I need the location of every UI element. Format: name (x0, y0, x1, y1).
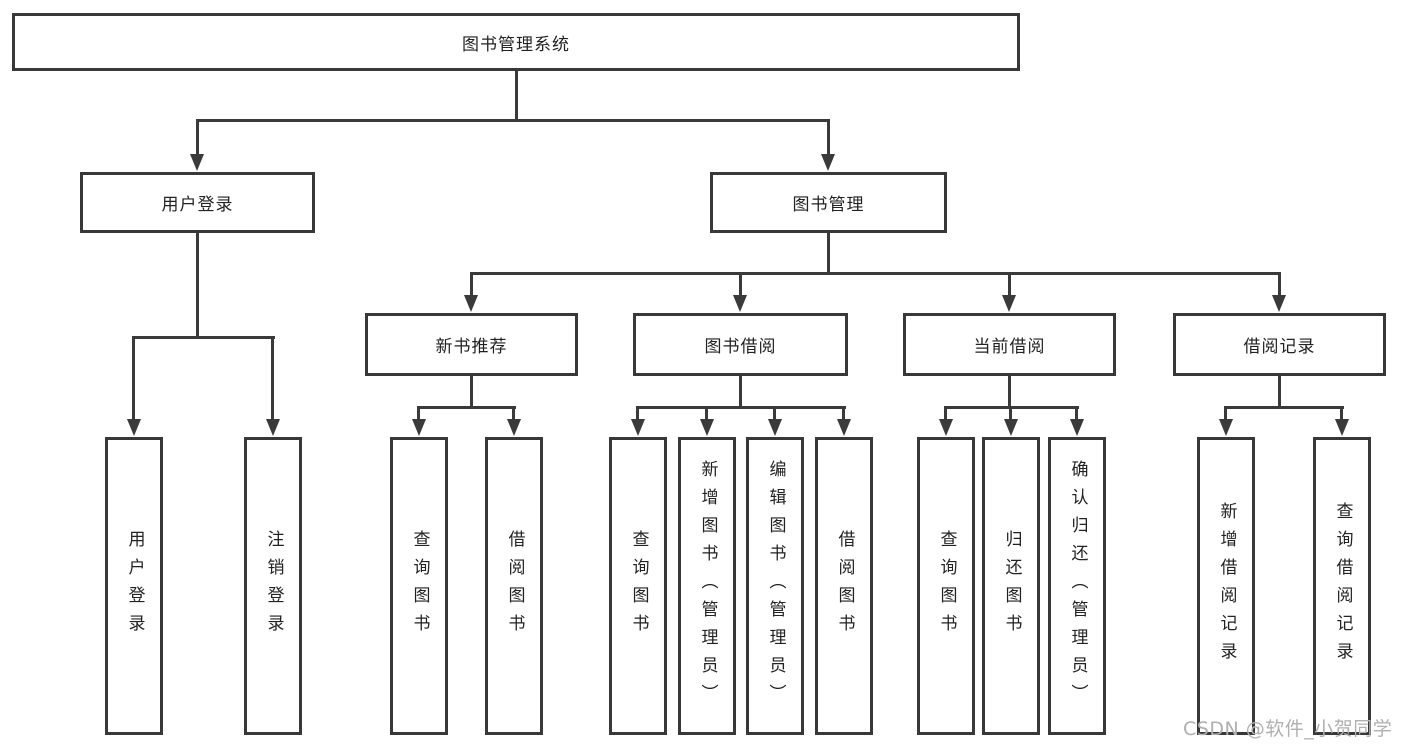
arrowhead-down-icon (1335, 419, 1349, 436)
leaf-query-books-recommend: 查询图书 (390, 437, 448, 735)
connector-line (773, 409, 776, 420)
connector-line (196, 119, 199, 157)
connector-line (470, 272, 1281, 275)
connector-line (512, 409, 515, 420)
node-borrow-records: 借阅记录 (1173, 313, 1386, 376)
connector-line (417, 406, 516, 409)
node-label: 借阅图书 (504, 530, 525, 642)
connector-line (1075, 409, 1078, 420)
connector-line (132, 339, 135, 420)
leaf-query-books-current: 查询图书 (917, 437, 975, 735)
leaf-borrow-books-recommend: 借阅图书 (485, 437, 543, 735)
connector-line (1008, 376, 1011, 407)
arrowhead-down-icon (266, 419, 280, 436)
node-label: 用户登录 (124, 530, 145, 642)
connector-line (827, 233, 830, 274)
node-label: 编辑图书（管理员） (765, 460, 786, 712)
arrowhead-down-icon (939, 419, 953, 436)
connector-line (739, 275, 742, 297)
connector-line (1224, 409, 1227, 420)
node-user-login: 用户登录 (80, 172, 315, 233)
arrowhead-down-icon (768, 419, 782, 436)
node-label: 归还图书 (1001, 530, 1022, 642)
connector-line (196, 233, 199, 338)
leaf-user-login: 用户登录 (105, 437, 163, 735)
node-label: 确认归还（管理员） (1067, 460, 1088, 712)
leaf-logout: 注销登录 (244, 437, 302, 735)
node-label: 查询借阅记录 (1332, 502, 1353, 670)
connector-line (739, 376, 742, 407)
connector-line (944, 406, 1079, 409)
connector-line (417, 409, 420, 420)
node-label: 查询图书 (409, 530, 430, 642)
arrowhead-down-icon (631, 419, 645, 436)
connector-line (1008, 275, 1011, 297)
arrowhead-down-icon (1070, 419, 1084, 436)
node-label: 查询图书 (936, 530, 957, 642)
connector-line (705, 409, 708, 420)
node-label: 用户登录 (161, 195, 234, 215)
leaf-return-book: 归还图书 (982, 437, 1040, 735)
node-label: 查询图书 (628, 530, 649, 642)
arrowhead-down-icon (190, 154, 204, 171)
arrowhead-down-icon (412, 419, 426, 436)
arrowhead-down-icon (1219, 419, 1233, 436)
connector-line (827, 119, 830, 157)
connector-line (470, 275, 473, 297)
connector-line (271, 339, 274, 420)
arrowhead-down-icon (700, 419, 714, 436)
node-label: 当前借阅 (973, 337, 1046, 357)
connector-line (196, 119, 830, 122)
arrowhead-down-icon (837, 419, 851, 436)
connector-line (1340, 409, 1343, 420)
node-label: 注销登录 (263, 530, 284, 642)
leaf-edit-book-admin: 编辑图书（管理员） (746, 437, 804, 735)
leaf-add-borrow-record: 新增借阅记录 (1197, 437, 1255, 735)
connector-line (1278, 376, 1281, 407)
connector-line (842, 409, 845, 420)
connector-line (515, 70, 518, 120)
node-label: 借阅记录 (1243, 337, 1316, 357)
connector-line (944, 409, 947, 420)
leaf-confirm-return-admin: 确认归还（管理员） (1048, 437, 1106, 735)
leaf-borrow-books: 借阅图书 (815, 437, 873, 735)
arrowhead-down-icon (733, 295, 747, 312)
node-current-borrow: 当前借阅 (903, 313, 1116, 376)
arrowhead-down-icon (127, 419, 141, 436)
arrowhead-down-icon (1272, 295, 1286, 312)
arrowhead-down-icon (1004, 419, 1018, 436)
node-label: 新书推荐 (435, 337, 508, 357)
arrowhead-down-icon (464, 295, 478, 312)
arrowhead-down-icon (821, 154, 835, 171)
connector-line (636, 409, 639, 420)
arrowhead-down-icon (507, 419, 521, 436)
node-book-borrow: 图书借阅 (633, 313, 848, 376)
node-label: 图书借阅 (704, 337, 777, 357)
node-new-book-recommend: 新书推荐 (365, 313, 578, 376)
connector-line (132, 336, 275, 339)
node-label: 图书管理 (792, 195, 865, 215)
connector-line (1224, 406, 1344, 409)
connector-line (1009, 409, 1012, 420)
leaf-add-book-admin: 新增图书（管理员） (678, 437, 736, 735)
node-system-root: 图书管理系统 (12, 13, 1020, 71)
node-label: 借阅图书 (834, 530, 855, 642)
csdn-watermark: CSDN @软件_小贺同学 (1183, 718, 1393, 740)
leaf-query-books-borrow: 查询图书 (609, 437, 667, 735)
node-label: 新增图书（管理员） (697, 460, 718, 712)
node-label: 图书管理系统 (462, 34, 570, 55)
node-label: 新增借阅记录 (1216, 502, 1237, 670)
arrowhead-down-icon (1002, 295, 1016, 312)
node-book-management: 图书管理 (710, 172, 947, 233)
connector-line (636, 406, 846, 409)
connector-line (1278, 275, 1281, 297)
leaf-query-borrow-record: 查询借阅记录 (1313, 437, 1371, 735)
connector-line (470, 376, 473, 407)
